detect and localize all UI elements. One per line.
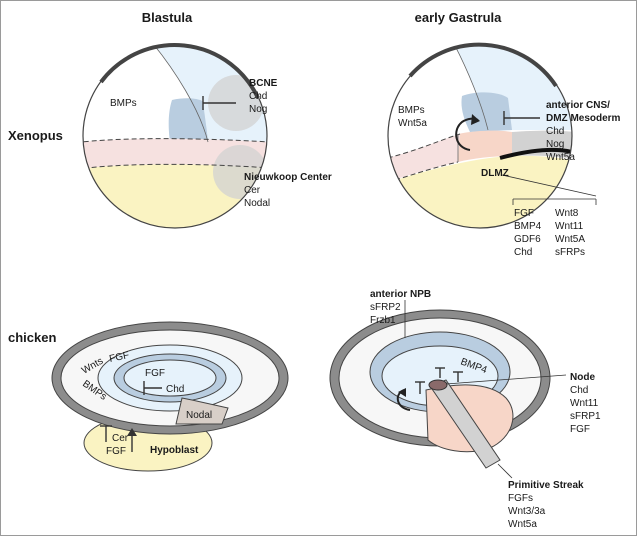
xg-anterior-title-1: anterior CNS/ [546, 100, 610, 111]
xg-wnt5a-label: Wnt5a [398, 118, 427, 129]
cb-fgf-hypo-label: FGF [106, 446, 126, 457]
cg-primitive-streak-item-0: FGFs [508, 493, 533, 504]
xg-bmps-label: BMPs [398, 105, 425, 116]
xg-dlmz-right-3: sFRPs [555, 247, 585, 258]
cg-anterior-npb-item-0: sFRP2 [370, 302, 401, 313]
xenopus-blastula-embryo [82, 43, 268, 229]
xb-bcne-item-1: Nog [249, 104, 267, 115]
xg-dlmz-right-2: Wnt5A [555, 234, 585, 245]
cg-primitive-streak-title: Primitive Streak [508, 480, 584, 491]
node [428, 379, 448, 391]
dmz-mesoderm-region [458, 130, 512, 162]
row-header-chicken: chicken [8, 330, 56, 345]
chicken-blastula-embryo [51, 321, 289, 472]
cg-node-item-1: Wnt11 [570, 398, 599, 409]
cb-fgf-inner-label: FGF [145, 368, 165, 379]
xb-nieuwkoop-title: Nieuwkoop Center [244, 172, 332, 183]
cg-primitive-streak-item-2: Wnt5a [508, 519, 537, 530]
animal-cap-rim [99, 43, 260, 99]
cg-primitive-streak-item-1: Wnt3/3a [508, 506, 546, 517]
cb-chd-label: Chd [166, 384, 184, 395]
chicken-gastrula-embryo [329, 300, 567, 479]
xb-nieuwkoop-item-1: Nodal [244, 198, 270, 209]
gastrula-marginal-band [388, 134, 460, 185]
xg-dlmz-left-0: FGF [514, 208, 534, 219]
cb-cer-label: Cer [112, 433, 129, 444]
xb-bcne-title: BCNE [249, 78, 278, 89]
xg-dlmz-left-2: GDF6 [514, 234, 541, 245]
cg-anterior-npb-item-1: Frzb1 [370, 315, 396, 326]
xg-dlmz-right-0: Wnt8 [555, 208, 579, 219]
cb-hypoblast-label: Hypoblast [150, 445, 199, 456]
cg-node-item-0: Chd [570, 385, 588, 396]
cg-node-title: Node [570, 372, 595, 383]
nodal-region [175, 397, 229, 425]
xg-dlmz-title: DLMZ [481, 168, 509, 179]
column-header-blastula: Blastula [142, 10, 193, 25]
cb-fgf-outer-label: FGF [108, 350, 130, 365]
xg-anterior-item-2: Wnt5a [546, 152, 575, 163]
column-header-early-gastrula: early Gastrula [415, 10, 502, 25]
bcne-core [168, 98, 208, 142]
cb-nodal-label: Nodal [186, 410, 212, 421]
xg-dlmz-right-1: Wnt11 [555, 221, 584, 232]
xg-anterior-item-0: Chd [546, 126, 564, 137]
xg-anterior-item-1: Nog [546, 139, 564, 150]
blastopore-lip [499, 148, 572, 160]
xg-anterior-title-2: DMZ Mesoderm [546, 113, 621, 124]
xb-bcne-item-0: Chd [249, 91, 267, 102]
cg-node-item-2: sFRP1 [570, 411, 601, 422]
xg-dlmz-left-3: Chd [514, 247, 532, 258]
cg-node-item-3: FGF [570, 424, 590, 435]
cg-anterior-npb-title: anterior NPB [370, 289, 431, 300]
xb-bmps-label: BMPs [110, 98, 137, 109]
row-header-xenopus: Xenopus [8, 128, 63, 143]
xg-dlmz-left-1: BMP4 [514, 221, 542, 232]
xb-nieuwkoop-item-0: Cer [244, 185, 261, 196]
